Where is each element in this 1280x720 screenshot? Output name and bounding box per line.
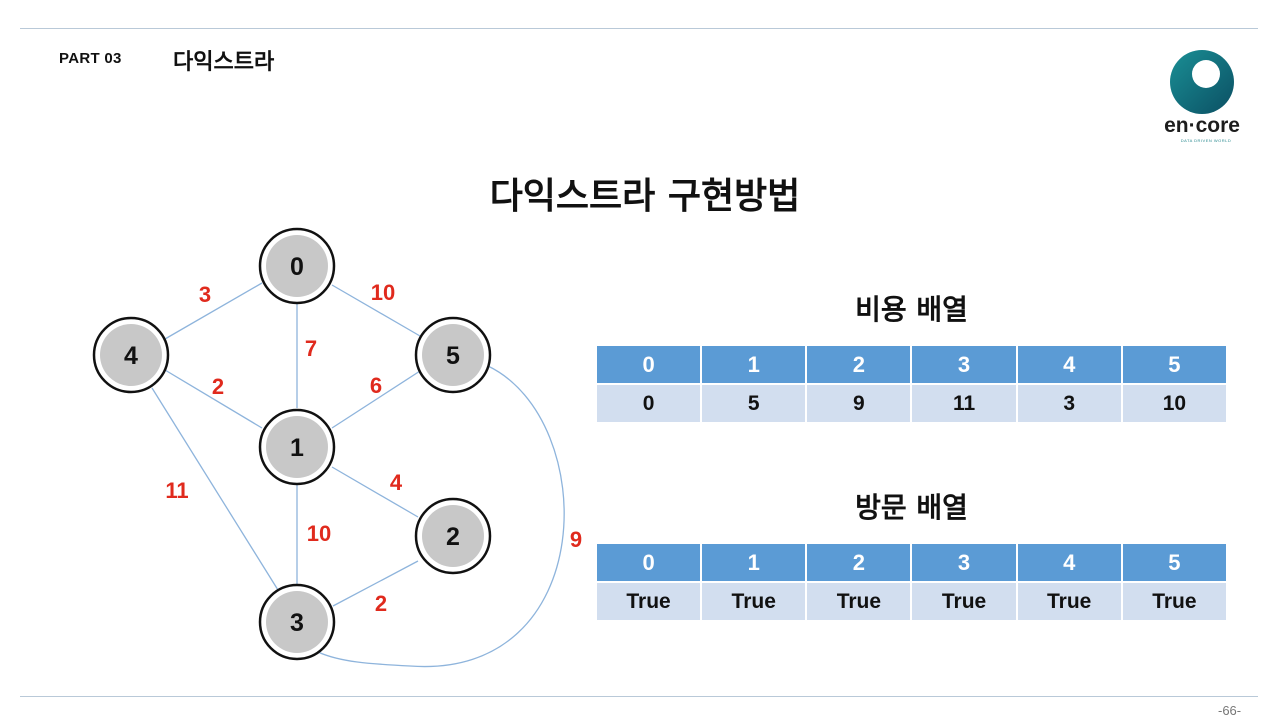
visit-header-cell: 5 bbox=[1122, 544, 1226, 583]
edge-0-5 bbox=[331, 284, 421, 337]
edge-5-1 bbox=[331, 370, 421, 429]
node-4-label: 4 bbox=[124, 342, 138, 370]
node-2-label: 2 bbox=[446, 523, 460, 551]
graph-node-5: 5 bbox=[414, 316, 492, 394]
edge-4-1 bbox=[164, 369, 263, 429]
logo-wordmark: en·core bbox=[1164, 114, 1240, 137]
edge-5-3 bbox=[317, 365, 565, 668]
graph-node-3: 3 bbox=[258, 583, 336, 661]
node-1-label: 1 bbox=[290, 434, 304, 462]
page-number: -66- bbox=[1218, 703, 1242, 718]
weight-4-3: 11 bbox=[165, 478, 188, 503]
weight-0-5: 10 bbox=[371, 280, 395, 305]
visit-value-cell: True bbox=[1122, 583, 1226, 620]
visit-value-cell: True bbox=[807, 583, 911, 620]
visit-value-cell: True bbox=[597, 583, 701, 620]
graph-node-2: 2 bbox=[414, 497, 492, 575]
logo-tagline: DATA DRIVEN WORLD bbox=[1180, 138, 1232, 143]
top-divider bbox=[20, 28, 1258, 29]
weight-5-1: 6 bbox=[370, 373, 382, 398]
edge-2-3 bbox=[332, 560, 419, 607]
node-0-label: 0 bbox=[290, 253, 304, 281]
section-title: 다익스트라 bbox=[173, 50, 275, 75]
main-title: 다익스트라 구현방법 bbox=[489, 176, 801, 217]
visit-header-cell: 4 bbox=[1017, 544, 1121, 583]
weight-5-3: 9 bbox=[570, 527, 582, 552]
cost-value-cell: 11 bbox=[912, 385, 1016, 422]
edge-4-3 bbox=[151, 387, 279, 591]
weight-0-1: 7 bbox=[305, 336, 317, 361]
visit-array-title: 방문 배열 bbox=[855, 491, 968, 524]
cost-header-cell: 3 bbox=[912, 346, 1016, 385]
weight-1-3: 10 bbox=[307, 521, 331, 546]
edge-weights: 3 10 7 2 6 11 4 10 2 9 bbox=[165, 280, 582, 616]
edge-0-4 bbox=[164, 282, 263, 340]
weight-1-2: 4 bbox=[390, 470, 403, 495]
bottom-divider bbox=[20, 696, 1258, 697]
graph-diagram: 3 10 7 2 6 11 4 10 2 9 0 4 5 1 2 3 bbox=[92, 227, 582, 668]
visit-header-cell: 2 bbox=[807, 544, 911, 583]
visit-value-cell: True bbox=[702, 583, 806, 620]
cost-value-cell: 9 bbox=[807, 385, 911, 422]
cost-array-title: 비용 배열 bbox=[855, 293, 968, 326]
weight-2-3: 2 bbox=[375, 591, 387, 616]
weight-4-1: 2 bbox=[212, 374, 224, 399]
cost-value-cell: 10 bbox=[1122, 385, 1226, 422]
visit-header-cell: 0 bbox=[597, 544, 701, 583]
graph-node-4: 4 bbox=[92, 316, 170, 394]
cost-value-cell: 0 bbox=[597, 385, 701, 422]
cost-header-cell: 5 bbox=[1122, 346, 1226, 385]
cost-header-cell: 0 bbox=[597, 346, 701, 385]
part-label: PART 03 bbox=[59, 50, 122, 67]
visit-array-table: 0 1 2 3 4 5 True True True True True Tru… bbox=[595, 544, 1228, 620]
graph-edges bbox=[151, 282, 565, 668]
node-5-label: 5 bbox=[446, 342, 460, 370]
node-3-label: 3 bbox=[290, 609, 304, 637]
visit-value-cell: True bbox=[912, 583, 1016, 620]
visit-header-cell: 1 bbox=[702, 544, 806, 583]
cost-value-cell: 3 bbox=[1017, 385, 1121, 422]
cost-array-table: 0 1 2 3 4 5 0 5 9 11 3 10 bbox=[595, 346, 1228, 422]
visit-value-cell: True bbox=[1017, 583, 1121, 620]
cost-header-cell: 1 bbox=[702, 346, 806, 385]
visit-header-cell: 3 bbox=[912, 544, 1016, 583]
graph-node-0: 0 bbox=[258, 227, 336, 305]
graph-node-1: 1 bbox=[258, 408, 336, 486]
cost-header-cell: 2 bbox=[807, 346, 911, 385]
logo-icon bbox=[1170, 50, 1234, 114]
cost-header-cell: 4 bbox=[1017, 346, 1121, 385]
cost-value-cell: 5 bbox=[702, 385, 806, 422]
weight-0-4: 3 bbox=[199, 282, 211, 307]
edge-1-2 bbox=[331, 466, 419, 518]
